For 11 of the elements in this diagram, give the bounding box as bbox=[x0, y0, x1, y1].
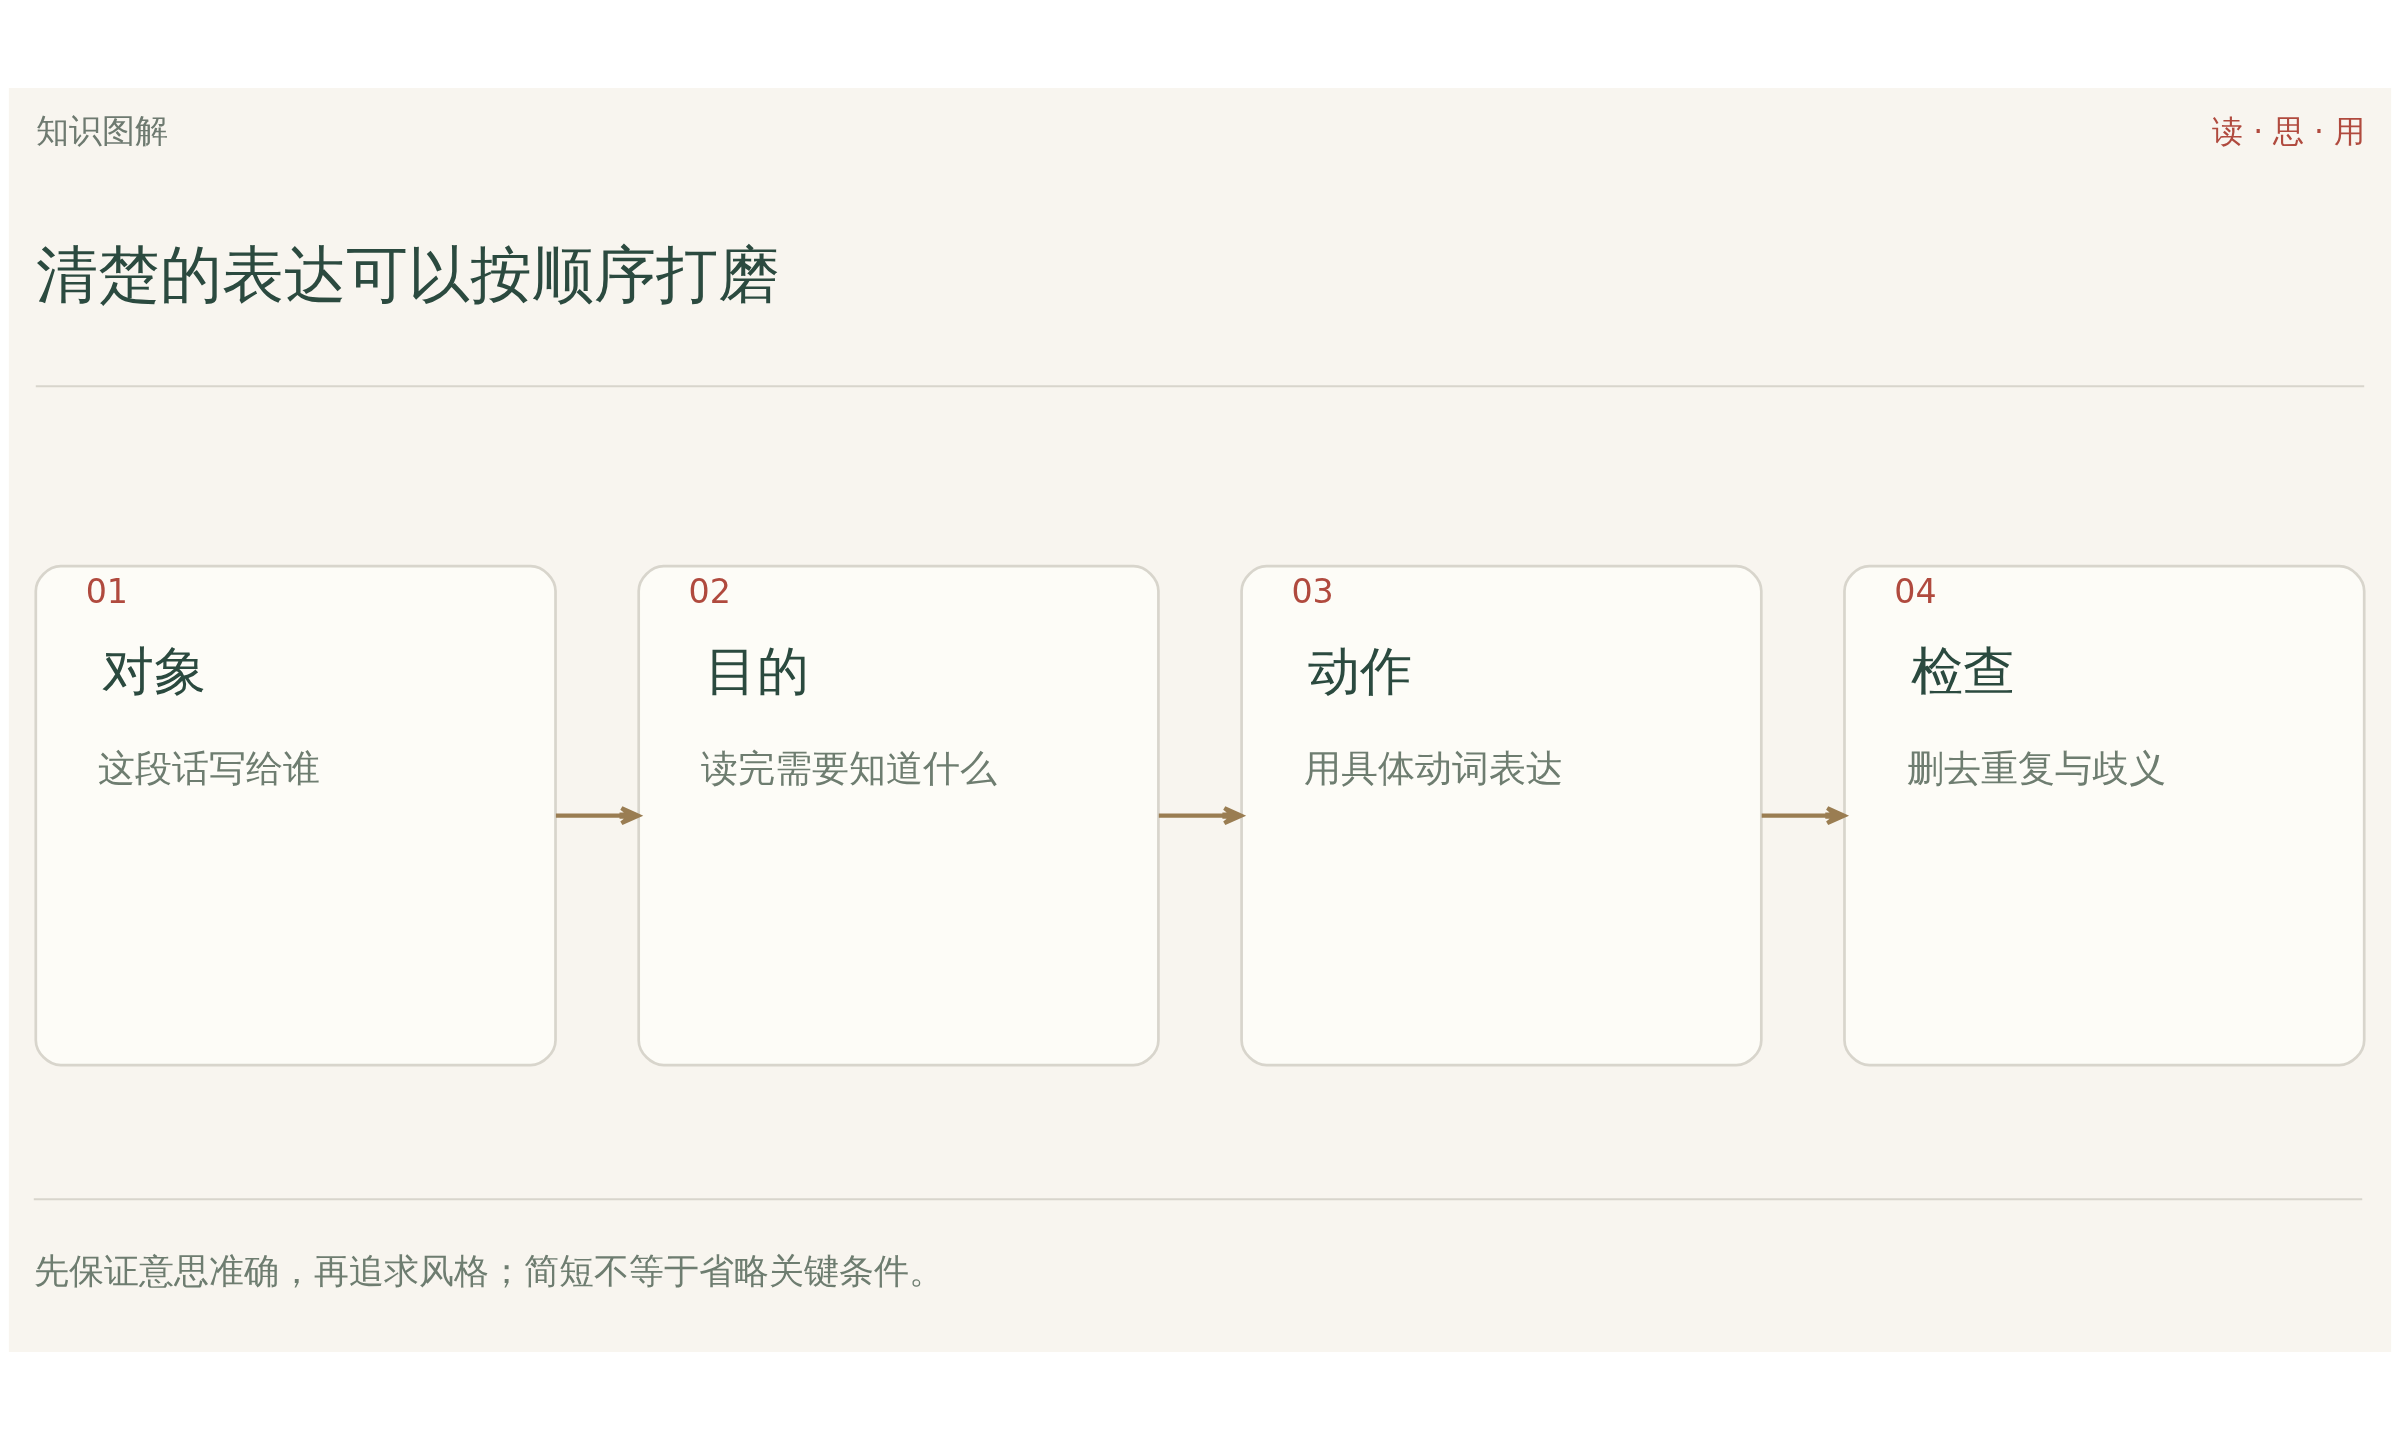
caption: 先保证意思准确，再追求风格；简短不等于省略关键条件。 bbox=[33, 1249, 944, 1291]
node-box: 03 动作 用具体动词表达 bbox=[1240, 564, 1763, 1067]
label: 知识图解 bbox=[35, 110, 168, 150]
node-box: 04 检查 删去重复与歧义 bbox=[1843, 564, 2366, 1067]
arrow bbox=[1158, 806, 1244, 826]
arrow bbox=[1761, 806, 1847, 826]
arrow bbox=[555, 806, 641, 826]
label: 读 · 思 · 用 bbox=[2212, 113, 2365, 150]
node-box: 01 对象 这段话写给谁 bbox=[34, 564, 557, 1067]
diagram-title: 清楚的表达可以按顺序打磨 bbox=[35, 237, 780, 311]
node-box: 02 目的 读完需要知道什么 bbox=[637, 564, 1160, 1067]
